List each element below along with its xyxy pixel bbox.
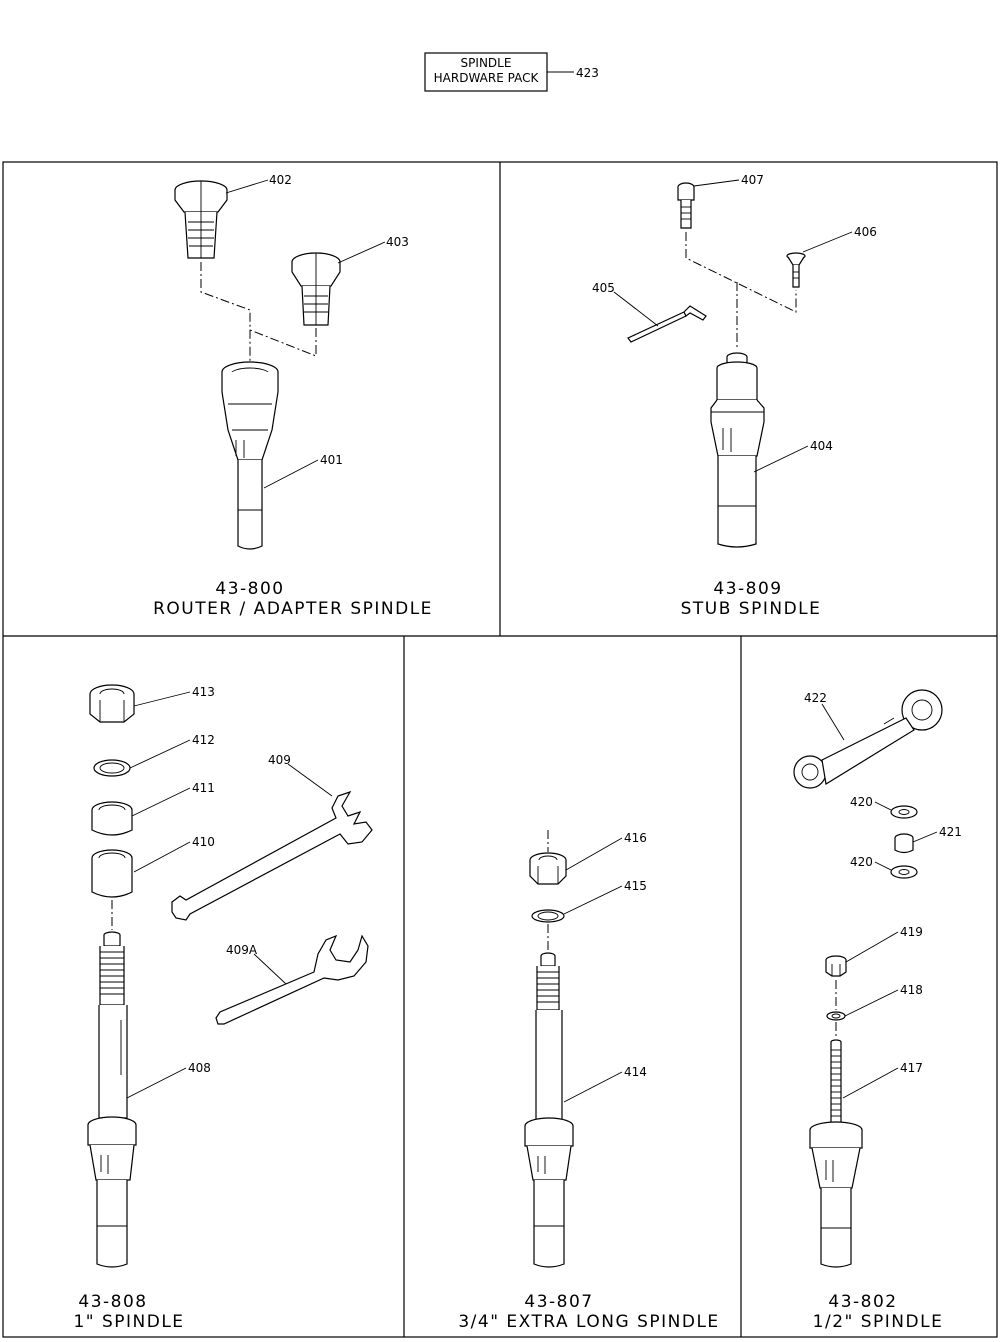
hardware-pack-line1: SPINDLE — [461, 56, 512, 70]
spacer-421 — [894, 833, 914, 854]
spindle-404 — [710, 352, 765, 548]
panel-stub-name: STUB SPINDLE — [681, 599, 822, 619]
wrench-409 — [171, 790, 373, 921]
nut-416 — [529, 852, 567, 885]
bearing-411 — [91, 801, 133, 836]
part-label-401: 401 — [320, 453, 343, 467]
screw-407 — [677, 182, 695, 229]
part-label-406: 406 — [854, 225, 877, 239]
spindle-414 — [524, 952, 574, 1268]
panel-router-model: 43-800 — [215, 579, 284, 599]
part-label-402: 402 — [269, 173, 292, 187]
panel-extra-long-name: 3/4" EXTRA LONG SPINDLE — [458, 1312, 719, 1332]
part-label-407: 407 — [741, 173, 764, 187]
spindle-408 — [87, 931, 137, 1268]
part-label-420-bottom: 420 — [850, 855, 873, 869]
washer-420-top — [890, 805, 918, 819]
washer-415 — [531, 909, 565, 923]
nut-419 — [825, 955, 847, 977]
part-label-418: 418 — [900, 983, 923, 997]
panel-stub-model: 43-809 — [713, 579, 782, 599]
panel-stub-spindle: 407 406 405 — [592, 173, 877, 619]
spindle-401 — [221, 361, 279, 550]
bushing-410 — [91, 849, 133, 898]
part-label-419: 419 — [900, 925, 923, 939]
part-label-415: 415 — [624, 879, 647, 893]
spanner-422 — [793, 689, 943, 789]
washer-412 — [93, 759, 131, 777]
part-label-420-top: 420 — [850, 795, 873, 809]
hardware-pack: SPINDLE HARDWARE PACK 423 — [424, 52, 599, 92]
spindle-417 — [809, 1039, 863, 1268]
panel-one-inch-spindle: 413 412 411 410 — [73, 684, 373, 1332]
part-label-423: 423 — [576, 66, 599, 80]
part-label-422: 422 — [804, 691, 827, 705]
panel-half-inch-name: 1/2" SPINDLE — [813, 1312, 944, 1332]
wrench-409a — [215, 934, 369, 1025]
panel-grid — [2, 161, 998, 1338]
panel-extra-long-spindle: 416 415 414 — [458, 830, 719, 1332]
collet-402 — [174, 180, 228, 259]
part-label-403: 403 — [386, 235, 409, 249]
part-label-404: 404 — [810, 439, 833, 453]
panel-extra-long-model: 43-807 — [524, 1292, 593, 1312]
washer-418 — [826, 1011, 846, 1021]
part-label-416: 416 — [624, 831, 647, 845]
part-label-409a: 409A — [226, 943, 258, 957]
washer-420-bottom — [890, 865, 918, 879]
part-label-408: 408 — [188, 1061, 211, 1075]
part-label-414: 414 — [624, 1065, 647, 1079]
hex-key-405 — [627, 305, 707, 343]
panel-one-inch-name: 1" SPINDLE — [73, 1312, 184, 1332]
part-label-413: 413 — [192, 685, 215, 699]
collet-403 — [291, 252, 341, 326]
panel-one-inch-model: 43-808 — [78, 1292, 147, 1312]
part-label-405: 405 — [592, 281, 615, 295]
part-label-409: 409 — [268, 753, 291, 767]
screw-406 — [786, 252, 806, 288]
nut-413 — [89, 684, 135, 723]
panel-half-inch-spindle: 422 420 421 420 419 — [793, 689, 962, 1332]
panel-router-adapter-spindle: 402 403 401 43-80 — [153, 173, 433, 619]
part-label-421: 421 — [939, 825, 962, 839]
part-label-410: 410 — [192, 835, 215, 849]
panel-half-inch-model: 43-802 — [828, 1292, 897, 1312]
part-label-412: 412 — [192, 733, 215, 747]
part-label-417: 417 — [900, 1061, 923, 1075]
part-label-411: 411 — [192, 781, 215, 795]
panel-router-name: ROUTER / ADAPTER SPINDLE — [153, 599, 433, 619]
hardware-pack-line2: HARDWARE PACK — [434, 71, 540, 85]
